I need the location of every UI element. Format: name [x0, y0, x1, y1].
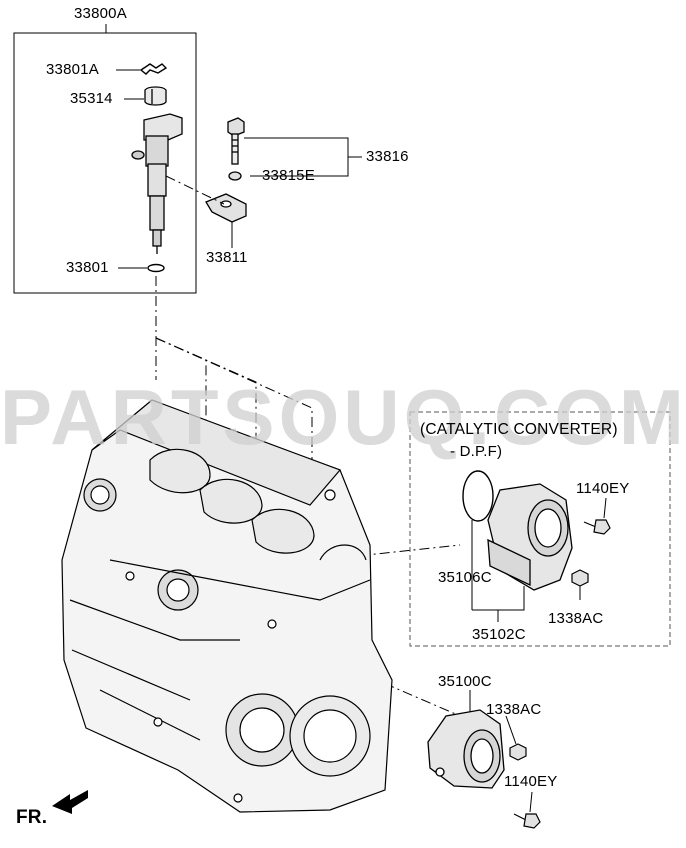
dpf-assembly-label: 35102C	[472, 626, 526, 643]
injector-kit-label: 33800A	[74, 5, 127, 22]
dpf-nut	[571, 569, 589, 587]
orientation-label: FR.	[16, 807, 48, 828]
throttle-bolt-leader	[529, 791, 533, 813]
throttle-body	[427, 709, 505, 789]
dpf-bolt	[583, 519, 611, 535]
injector-clamp-label: 33811	[206, 249, 248, 266]
dpf-assembly-leader	[472, 586, 525, 611]
bolt-washer-label: 33815E	[262, 167, 315, 184]
watermark: PARTSOUQ.COM	[0, 373, 686, 461]
injector-clip	[139, 63, 168, 75]
throttle-nut-label: 1338AC	[486, 701, 542, 718]
throttle-body-label: 35100C	[438, 673, 492, 690]
throttle-nut-leader	[505, 715, 517, 745]
injector-washer-label: 33801	[66, 259, 109, 276]
bolt-set-label: 33816	[366, 148, 409, 165]
dpf-nut-label: 1338AC	[548, 610, 604, 627]
dpf-bolt-label: 1140EY	[576, 480, 630, 497]
injector-sleeve	[144, 86, 167, 106]
injector	[131, 113, 183, 254]
dpf-bolt-leader	[603, 497, 607, 519]
callout-subtitle: - D.P.F)	[450, 443, 503, 460]
callout-title: (CATALYTIC CONVERTER)	[420, 421, 618, 438]
injector-kit-frame	[13, 32, 197, 294]
bolt-washer	[228, 171, 242, 181]
throttle-bolt-label: 1140EY	[504, 773, 558, 790]
throttle-bolt	[513, 813, 541, 829]
engine-block	[61, 399, 393, 813]
throttle-nut	[509, 743, 527, 761]
dpf-oring-label: 35106C	[438, 569, 492, 586]
front-direction-arrow-icon	[52, 790, 88, 814]
injector-washer	[147, 263, 165, 273]
dpf-oring	[462, 470, 494, 522]
injector-clip-label: 33801A	[46, 61, 99, 78]
injector-clamp	[205, 193, 247, 223]
injector-sleeve-label: 35314	[70, 90, 113, 107]
dpf-callout-frame	[409, 411, 671, 647]
dpf-throttle-assembly	[487, 483, 573, 591]
injector-clamp-bolt	[227, 117, 245, 165]
